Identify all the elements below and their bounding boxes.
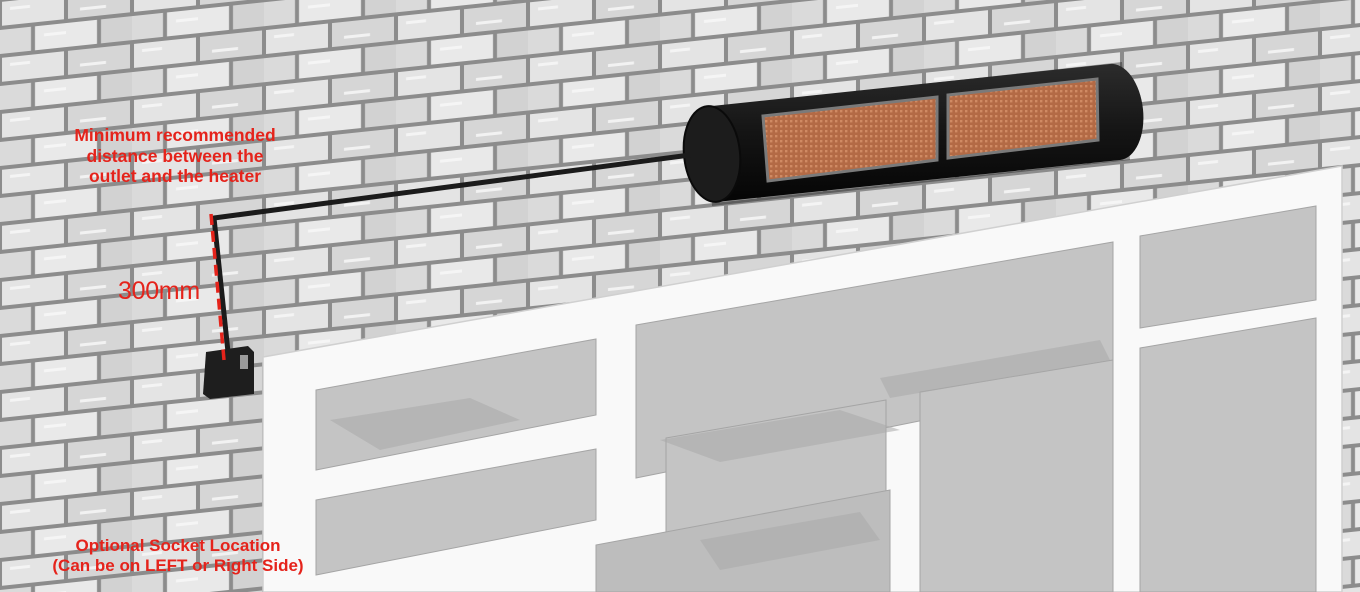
distance-value-label: 300mm bbox=[118, 279, 200, 304]
min-distance-label: Minimum recommended distance between the… bbox=[36, 125, 314, 187]
wall-socket bbox=[203, 346, 254, 399]
min-distance-line-1: Minimum recommended bbox=[36, 125, 314, 146]
socket-location-label: Optional Socket Location (Can be on LEFT… bbox=[0, 536, 356, 576]
socket-location-line-2: (Can be on LEFT or Right Side) bbox=[0, 556, 356, 576]
min-distance-line-3: outlet and the heater bbox=[36, 166, 314, 187]
socket-location-line-1: Optional Socket Location bbox=[0, 536, 356, 556]
min-distance-line-2: distance between the bbox=[36, 146, 314, 167]
